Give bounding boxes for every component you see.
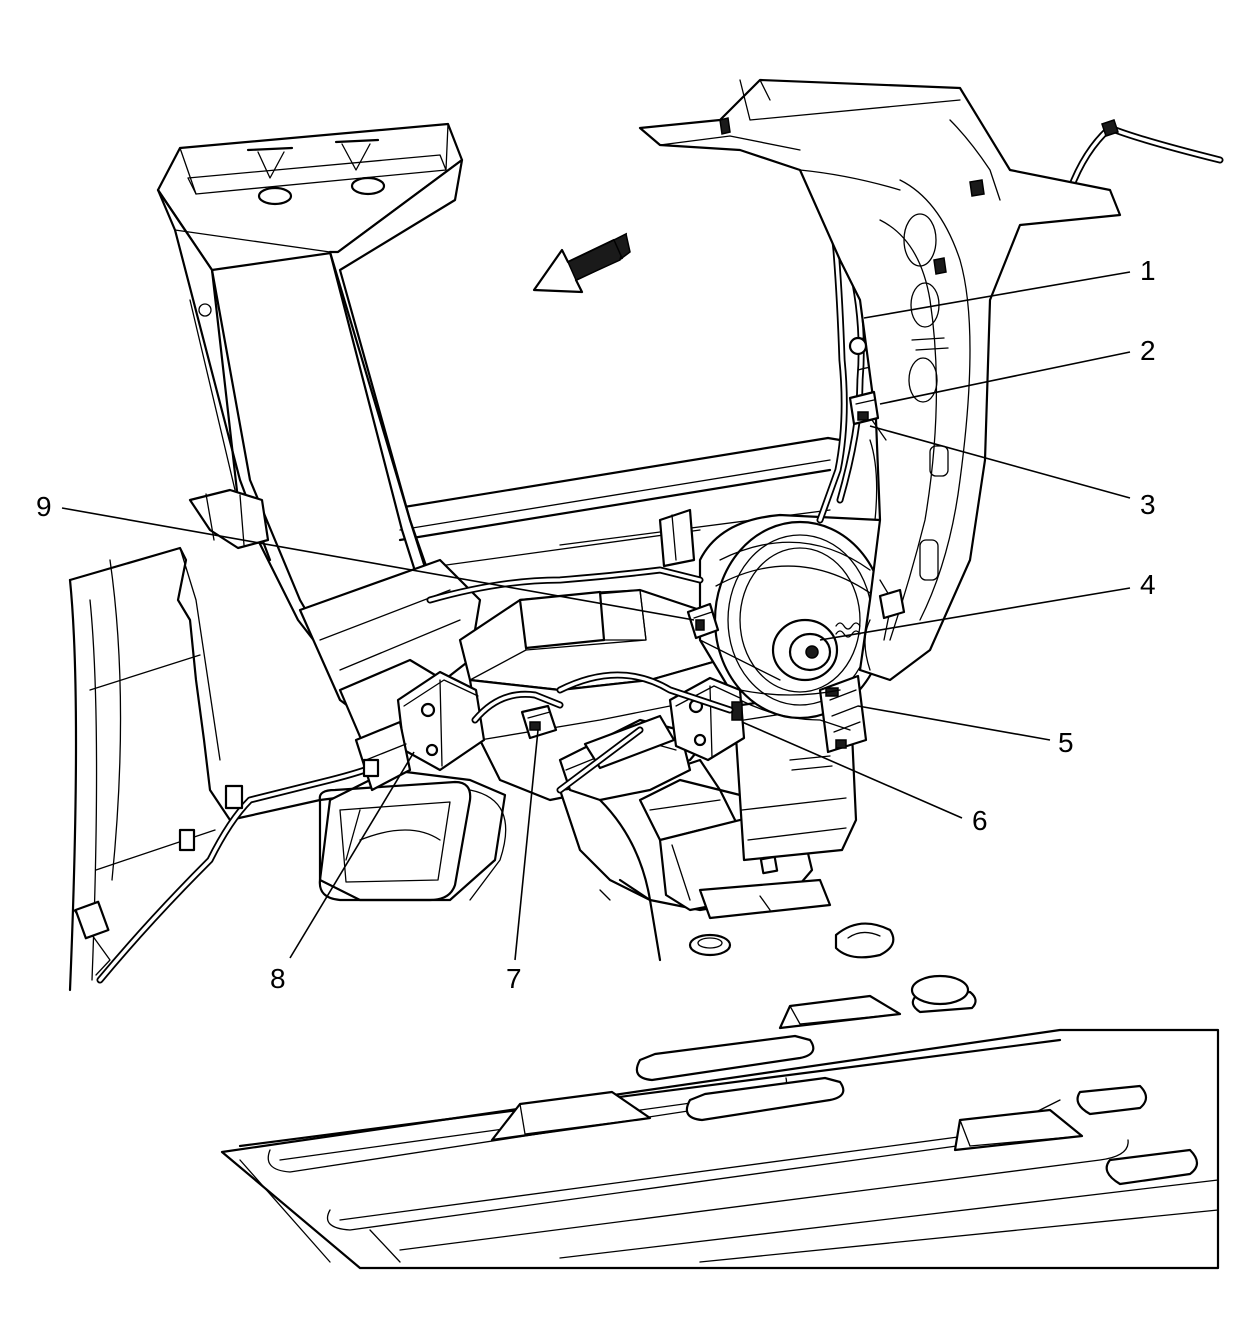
leader-1 xyxy=(863,271,1131,319)
floor-outlet-duct xyxy=(318,768,507,902)
leader-9 xyxy=(61,507,695,621)
callout-2: 2 xyxy=(1140,335,1156,366)
leader-8 xyxy=(289,751,415,959)
callout-8: 8 xyxy=(270,963,286,994)
rear-bulkhead xyxy=(396,436,842,571)
connector-7 xyxy=(520,704,558,740)
callout-9: 9 xyxy=(36,491,52,522)
connector-9 xyxy=(686,602,720,640)
left-wheelhouse xyxy=(68,546,402,992)
callout-7: 7 xyxy=(506,963,522,994)
leader-2 xyxy=(879,351,1131,405)
leader-5 xyxy=(857,705,1051,741)
forward-direction-arrow xyxy=(532,232,631,294)
callout-5: 5 xyxy=(1058,727,1074,758)
blower-motor-assembly xyxy=(658,508,895,754)
leader-7 xyxy=(514,729,539,961)
callout-6: 6 xyxy=(972,805,988,836)
leader-lines xyxy=(61,271,1131,961)
callout-3: 3 xyxy=(1140,489,1156,520)
callout-labels: 1 2 3 4 5 6 7 8 9 xyxy=(36,255,1156,994)
floor-pan xyxy=(220,922,1220,1270)
leader-3 xyxy=(869,425,1131,499)
leader-6 xyxy=(741,721,963,819)
callout-4: 4 xyxy=(1140,569,1156,600)
callout-1: 1 xyxy=(1140,255,1156,286)
actuator-8 xyxy=(354,670,486,792)
leader-4 xyxy=(819,587,1131,641)
connector-2-3 xyxy=(848,336,887,441)
